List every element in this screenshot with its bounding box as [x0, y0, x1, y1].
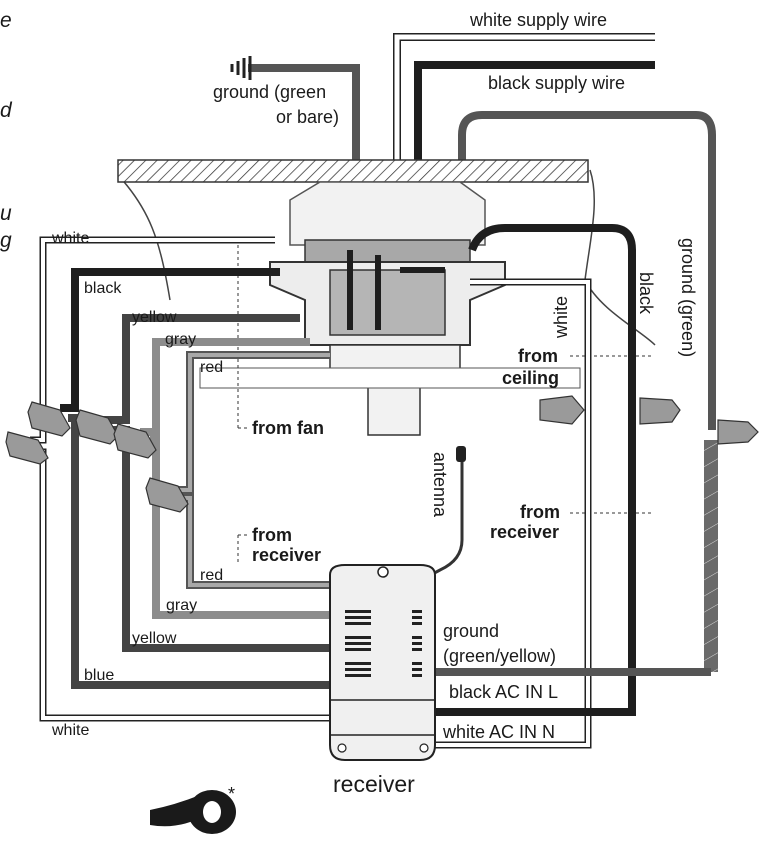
ground-supply-wire [248, 64, 360, 162]
from-receiver-right-label-2: receiver [490, 522, 559, 542]
from-receiver-left-label-1: from [252, 525, 292, 545]
from-fan-label: from fan [252, 418, 324, 438]
antenna-label: antenna [430, 452, 450, 518]
margin-text-2: d [0, 99, 13, 122]
fan-yellow-label: yellow [132, 309, 177, 326]
ground-supply-label-1: ground (green [213, 82, 326, 102]
fan-red-label: red [200, 359, 223, 376]
ceiling-black-wire [420, 224, 636, 716]
fan-black-wire [60, 268, 280, 412]
receiver-ground-wire [704, 440, 718, 672]
receiver-blue-label: blue [84, 667, 114, 684]
wire-nut-icon [5, 395, 759, 513]
receiver-ground-label-2: (green/yellow) [443, 646, 556, 666]
electrical-tape-icon [150, 790, 236, 834]
from-receiver-right-label-1: from [520, 502, 560, 522]
white-supply-wire [393, 33, 655, 160]
antenna-wire [424, 452, 464, 580]
receiver-ground-label-1: ground [443, 621, 499, 641]
ground-symbol-icon [230, 56, 252, 80]
fan-gray-wire [140, 338, 310, 436]
ceiling-white-label: white [551, 296, 571, 339]
receiver-gray-wire [150, 436, 330, 619]
white-ac-in-label: white AC IN N [442, 722, 555, 742]
ceiling-black-label: black [636, 272, 656, 315]
margin-text-4: g [0, 229, 12, 252]
tape-asterisk: * [228, 784, 235, 804]
fan-white-label: white [51, 230, 89, 247]
fan-motor-top [199, 367, 581, 389]
black-supply-wire-label: black supply wire [488, 73, 625, 93]
receiver-blue-wire [68, 414, 330, 689]
black-ac-in-label: black AC IN L [449, 682, 558, 702]
ceiling-white-wire [420, 278, 592, 749]
ceiling-ground-wire [458, 111, 716, 430]
fan-black-label: black [84, 280, 122, 297]
receiver-gray-label: gray [166, 597, 197, 614]
fan-gray-label: gray [165, 331, 196, 348]
white-supply-wire-label: white supply wire [469, 10, 607, 30]
receiver-yellow-label: yellow [132, 630, 177, 647]
ceiling-slab [117, 159, 589, 183]
from-ceiling-label-1: from [518, 346, 558, 366]
antenna-tip [456, 446, 466, 462]
ceiling-ground-label: ground (green) [678, 238, 698, 357]
receiver-unit [329, 564, 436, 761]
mounting-bracket [289, 181, 486, 246]
fan-yellow-wire [100, 314, 300, 424]
from-receiver-left-label-2: receiver [252, 545, 321, 565]
margin-text-3: u [0, 202, 12, 225]
receiver-red-label: red [200, 567, 223, 584]
receiver-title: receiver [333, 771, 415, 797]
from-ceiling-label-2: ceiling [502, 368, 559, 388]
ground-supply-label-2: or bare) [276, 107, 339, 127]
black-supply-wire [414, 61, 655, 160]
downrod [329, 344, 461, 436]
margin-text-1: e [0, 9, 12, 32]
receiver-white-label: white [51, 722, 89, 739]
